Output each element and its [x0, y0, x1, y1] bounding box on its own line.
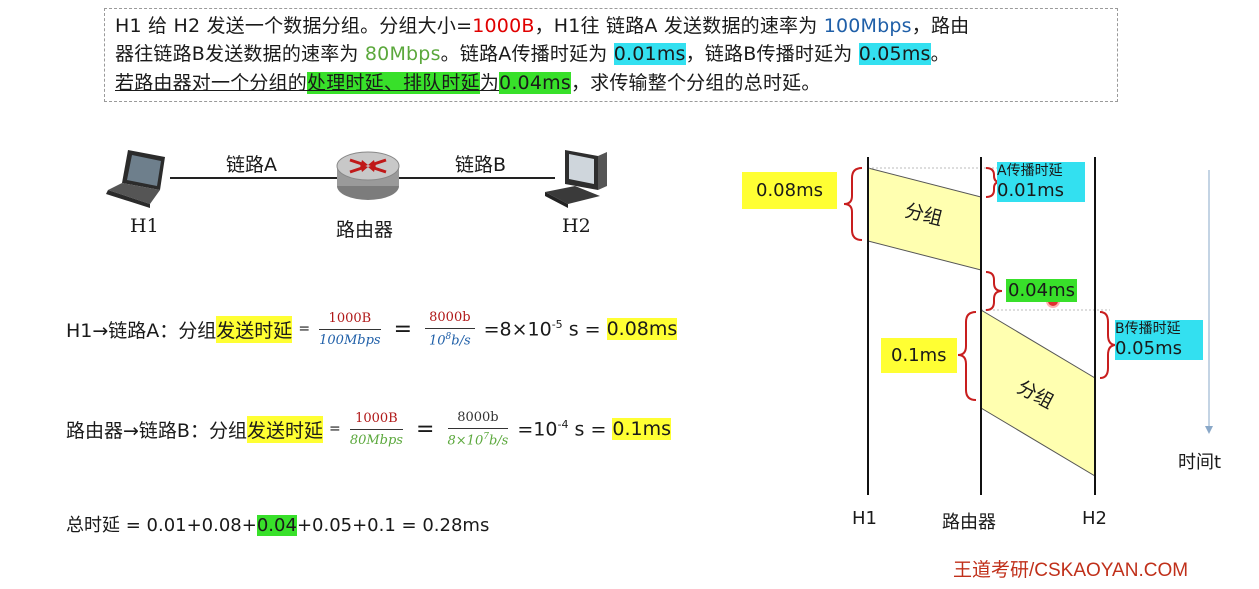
problem-text: ，H1往 链路A 发送数据的速率为: [534, 15, 824, 37]
frac-den-unit: b/s: [451, 333, 471, 349]
timeline-router-label: 路由器: [942, 512, 996, 533]
bracket-send-a: [843, 167, 863, 241]
transmission-delay-term: 发送时延: [246, 415, 323, 443]
rate-b: 80Mbps: [364, 43, 441, 65]
desktop-pc-icon: [545, 150, 607, 208]
problem-text: 。: [930, 43, 950, 65]
formula-prefix: H1→链路A：分组: [66, 319, 217, 342]
problem-text: H1 给 H2 发送一个数据分组。分组大小=: [115, 15, 473, 37]
send-delay-a-box: 0.08ms: [742, 172, 837, 209]
frac-numerator: 1000B: [349, 411, 403, 430]
router-label: 路由器: [336, 219, 394, 241]
equals-sign: =: [393, 316, 413, 342]
link-b-label: 链路B: [455, 154, 507, 176]
total-router-delay: 0.04: [256, 515, 297, 536]
frac-denominator: 80Mbps: [349, 432, 403, 448]
bracket-send-b: [957, 311, 977, 401]
prop-delay-a: 0.01ms: [613, 43, 686, 65]
equals-sign: =: [298, 321, 311, 338]
formula-unit: s =: [568, 418, 613, 441]
link-a-label: 链路A: [226, 154, 277, 176]
fraction-bits-rate: 8000b 8×107b/s: [447, 410, 509, 449]
formula-prefix: 路由器→链路B：分组: [66, 419, 247, 442]
prop-delay-b-box: B传播时延 0.05ms: [1115, 320, 1203, 360]
formula-link-a: H1→链路A：分组发送时延 = 1000B 100Mbps = 8000b 10…: [66, 310, 678, 370]
fraction-bits-rate: 8000b 108b/s: [425, 310, 475, 349]
problem-statement-box: H1 给 H2 发送一个数据分组。分组大小=1000B，H1往 链路A 发送数据…: [104, 8, 1118, 102]
prop-a-title: A传播时延: [997, 163, 1063, 179]
equals-sign: =: [416, 416, 435, 442]
h1-label: H1: [130, 215, 159, 237]
frac-den-base: 8×10: [447, 433, 484, 449]
frac-den-base: 10: [429, 333, 446, 349]
bracket-router-delay: [985, 271, 1003, 311]
transmission-delay-term: 发送时延: [216, 315, 293, 343]
problem-text: ，链路B传播时延为: [685, 43, 859, 65]
fraction-bytes-rate: 1000B 80Mbps: [349, 411, 403, 448]
frac-den-exp: 7: [483, 432, 489, 442]
frac-numerator: 1000B: [319, 311, 381, 330]
formula-scientific: =10: [517, 418, 558, 441]
prop-b-title: B传播时延: [1115, 321, 1181, 337]
frac-numerator: 8000b: [447, 410, 509, 429]
problem-line-3: 若路由器对一个分组的处理时延、排队时延为0.04ms，求传输整个分组的总时延。: [115, 70, 821, 96]
problem-text: 若路由器对一个分组的: [115, 72, 308, 94]
watermark-text: 王道考研/CSKAOYAN.COM: [953, 560, 1189, 581]
total-suffix: +0.05+0.1 = 0.28ms: [296, 515, 490, 536]
prop-b-value: 0.05ms: [1115, 338, 1182, 359]
formula-exponent: -5: [551, 318, 563, 331]
h2-label: H2: [562, 215, 591, 237]
formula-result: 0.1ms: [612, 418, 672, 441]
problem-text: ，路由: [911, 15, 970, 37]
total-delay-line: 总时延 = 0.01+0.08+0.04+0.05+0.1 = 0.28ms: [66, 511, 489, 537]
frac-numerator: 8000b: [425, 310, 475, 329]
prop-a-value: 0.01ms: [997, 180, 1064, 201]
formula-result: 0.08ms: [606, 318, 678, 341]
timeline-h1-label: H1: [852, 508, 877, 529]
router-delay-box: 0.04ms: [1006, 279, 1077, 302]
equals-sign: =: [329, 421, 341, 438]
router-delay-value: 0.04ms: [499, 72, 571, 94]
laptop-icon: [106, 150, 165, 208]
formula-unit: s =: [562, 318, 607, 341]
problem-line-2: 器往链路B发送数据的速率为 80Mbps。链路A传播时延为 0.01ms，链路B…: [115, 41, 950, 67]
packet-size: 1000B: [472, 15, 535, 37]
problem-line-1: H1 给 H2 发送一个数据分组。分组大小=1000B，H1往 链路A 发送数据…: [115, 13, 969, 39]
timeline-h2-label: H2: [1082, 508, 1107, 529]
total-prefix: 总时延 = 0.01+0.08+: [66, 515, 257, 536]
time-arrow-icon: [1205, 426, 1213, 434]
problem-text: 器往链路B发送数据的速率为: [115, 43, 365, 65]
formula-link-b: 路由器→链路B：分组发送时延 = 1000B 80Mbps = 8000b 8×…: [66, 410, 672, 470]
problem-text: 。链路A传播时延为: [440, 43, 614, 65]
time-axis-label: 时间t: [1178, 452, 1222, 473]
prop-delay-a-box: A传播时延 0.01ms: [997, 162, 1085, 202]
problem-text: ，求传输整个分组的总时延。: [570, 72, 821, 94]
processing-queue-delay: 处理时延、排队时延: [307, 72, 480, 94]
prop-delay-b: 0.05ms: [858, 43, 931, 65]
frac-den-unit: b/s: [488, 433, 509, 449]
rate-a: 100Mbps: [823, 15, 912, 37]
frac-denominator: 100Mbps: [319, 332, 381, 348]
formula-exponent: -4: [557, 418, 569, 431]
fraction-bytes-rate: 1000B 100Mbps: [319, 311, 381, 348]
frac-den-exp: 8: [445, 332, 452, 342]
formula-scientific: =8×10: [483, 318, 552, 341]
send-delay-b-box: 0.1ms: [881, 338, 957, 373]
bracket-prop-b: [1099, 311, 1117, 379]
router-icon: [336, 151, 400, 200]
problem-text: 为: [479, 72, 500, 94]
